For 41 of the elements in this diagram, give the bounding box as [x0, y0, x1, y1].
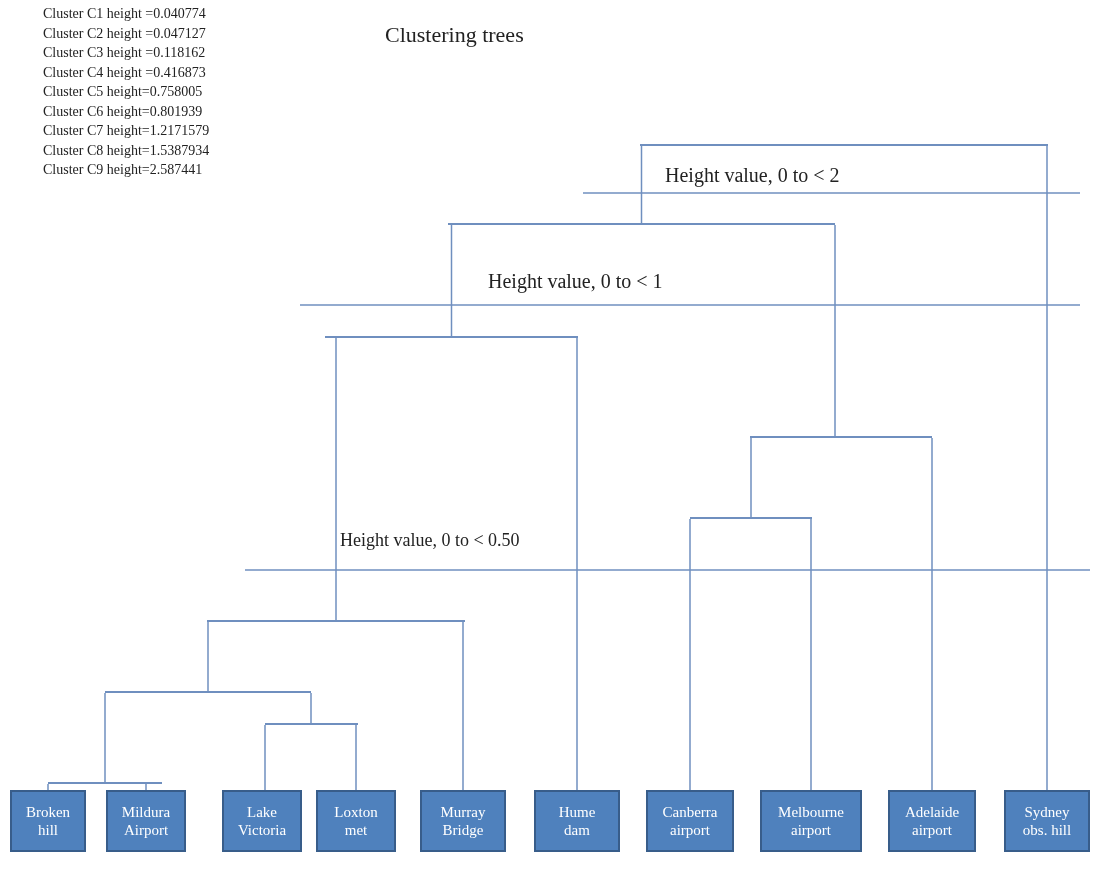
dendrogram-link [931, 437, 933, 791]
dendrogram-link [355, 724, 357, 791]
title: Clustering trees [385, 22, 524, 48]
station-box: Sydney obs. hill [1004, 790, 1090, 852]
station-box: Murray Bridge [420, 790, 506, 852]
station-box: Adelaide airport [888, 790, 976, 852]
dendrogram-link [1046, 145, 1048, 791]
dendrogram-link [576, 337, 578, 791]
dendrogram-link [145, 783, 147, 791]
threshold-label: Height value, 0 to < 0.50 [340, 530, 520, 551]
cluster-height-note: Cluster C3 height =0.118162 [43, 45, 206, 61]
cluster-height-note: Cluster C8 height=1.5387934 [43, 142, 210, 159]
dendrogram-link [104, 692, 106, 783]
cluster-height-note: Cluster C2 height =0.047127 [43, 25, 206, 42]
dendrogram-link [264, 724, 266, 791]
dendrogram-link [450, 224, 453, 337]
cluster-height-note: Cluster C1 height =0.040774 [43, 6, 206, 22]
dendrogram-link [834, 224, 836, 437]
cluster-height-note: Cluster C7 height=1.2171579 [43, 123, 210, 139]
station-box: Mildura Airport [106, 790, 186, 852]
dendrogram-link [310, 692, 312, 724]
cluster-height-note: Cluster C5 height=0.758005 [43, 84, 203, 100]
dendrogram-link [462, 621, 464, 791]
station-box: Canberra airport [646, 790, 734, 852]
dendrogram-link [689, 518, 691, 791]
threshold-label: Height value, 0 to < 2 [665, 164, 840, 187]
dendrogram-link [750, 437, 752, 518]
threshold-label: Height value, 0 to < 1 [488, 270, 663, 293]
dendrogram-link [640, 145, 643, 224]
dendrogram-link [207, 621, 209, 692]
cluster-height-note: Cluster C9 height=2.587441 [43, 162, 203, 178]
dendrogram-link [810, 518, 812, 791]
cluster-height-note: Cluster C6 height=0.801939 [43, 103, 203, 120]
station-box: Melbourne airport [760, 790, 862, 852]
station-box: Broken hill [10, 790, 86, 852]
station-box: Loxton met [316, 790, 396, 852]
dendrogram-link [47, 783, 49, 791]
station-box: Hume dam [534, 790, 620, 852]
cluster-height-note: Cluster C4 height =0.416873 [43, 64, 206, 81]
dendrogram-link [335, 337, 337, 621]
station-box: Lake Victoria [222, 790, 302, 852]
